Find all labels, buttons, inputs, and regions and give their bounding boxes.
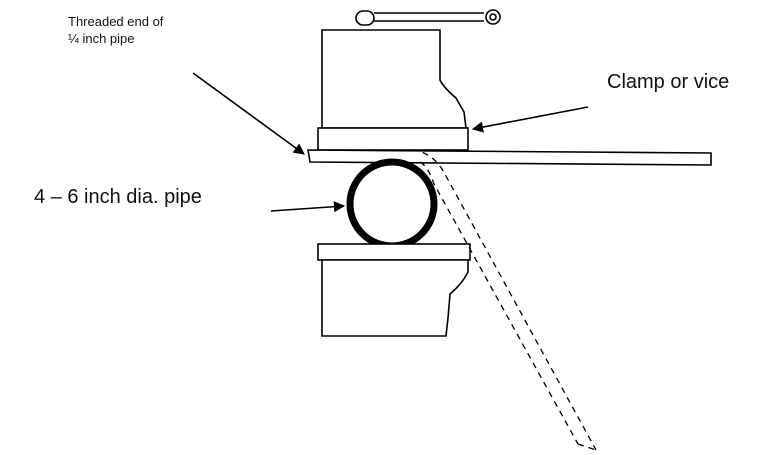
clamp-label: Clamp or vice — [607, 71, 730, 93]
large-pipe — [346, 158, 438, 250]
upper-jaw-plate — [317, 127, 469, 151]
vice-handle — [355, 9, 501, 26]
big-pipe-arrow — [270, 201, 346, 213]
lower-vice-jaw — [321, 259, 469, 337]
big-pipe-label: 4 – 6 inch dia. pipe — [34, 186, 202, 208]
threaded-end-label-line1: Threaded end of — [68, 14, 164, 29]
lower-jaw-plate — [317, 243, 471, 261]
clamp-arrow — [471, 106, 589, 133]
quarter-inch-pipe — [307, 149, 712, 166]
upper-vice-jaw — [321, 29, 467, 129]
threaded-end-arrow — [192, 72, 305, 155]
bent-pipe-dashed — [411, 149, 597, 451]
threaded-end-label-line2: ¼ inch pipe — [68, 31, 135, 46]
